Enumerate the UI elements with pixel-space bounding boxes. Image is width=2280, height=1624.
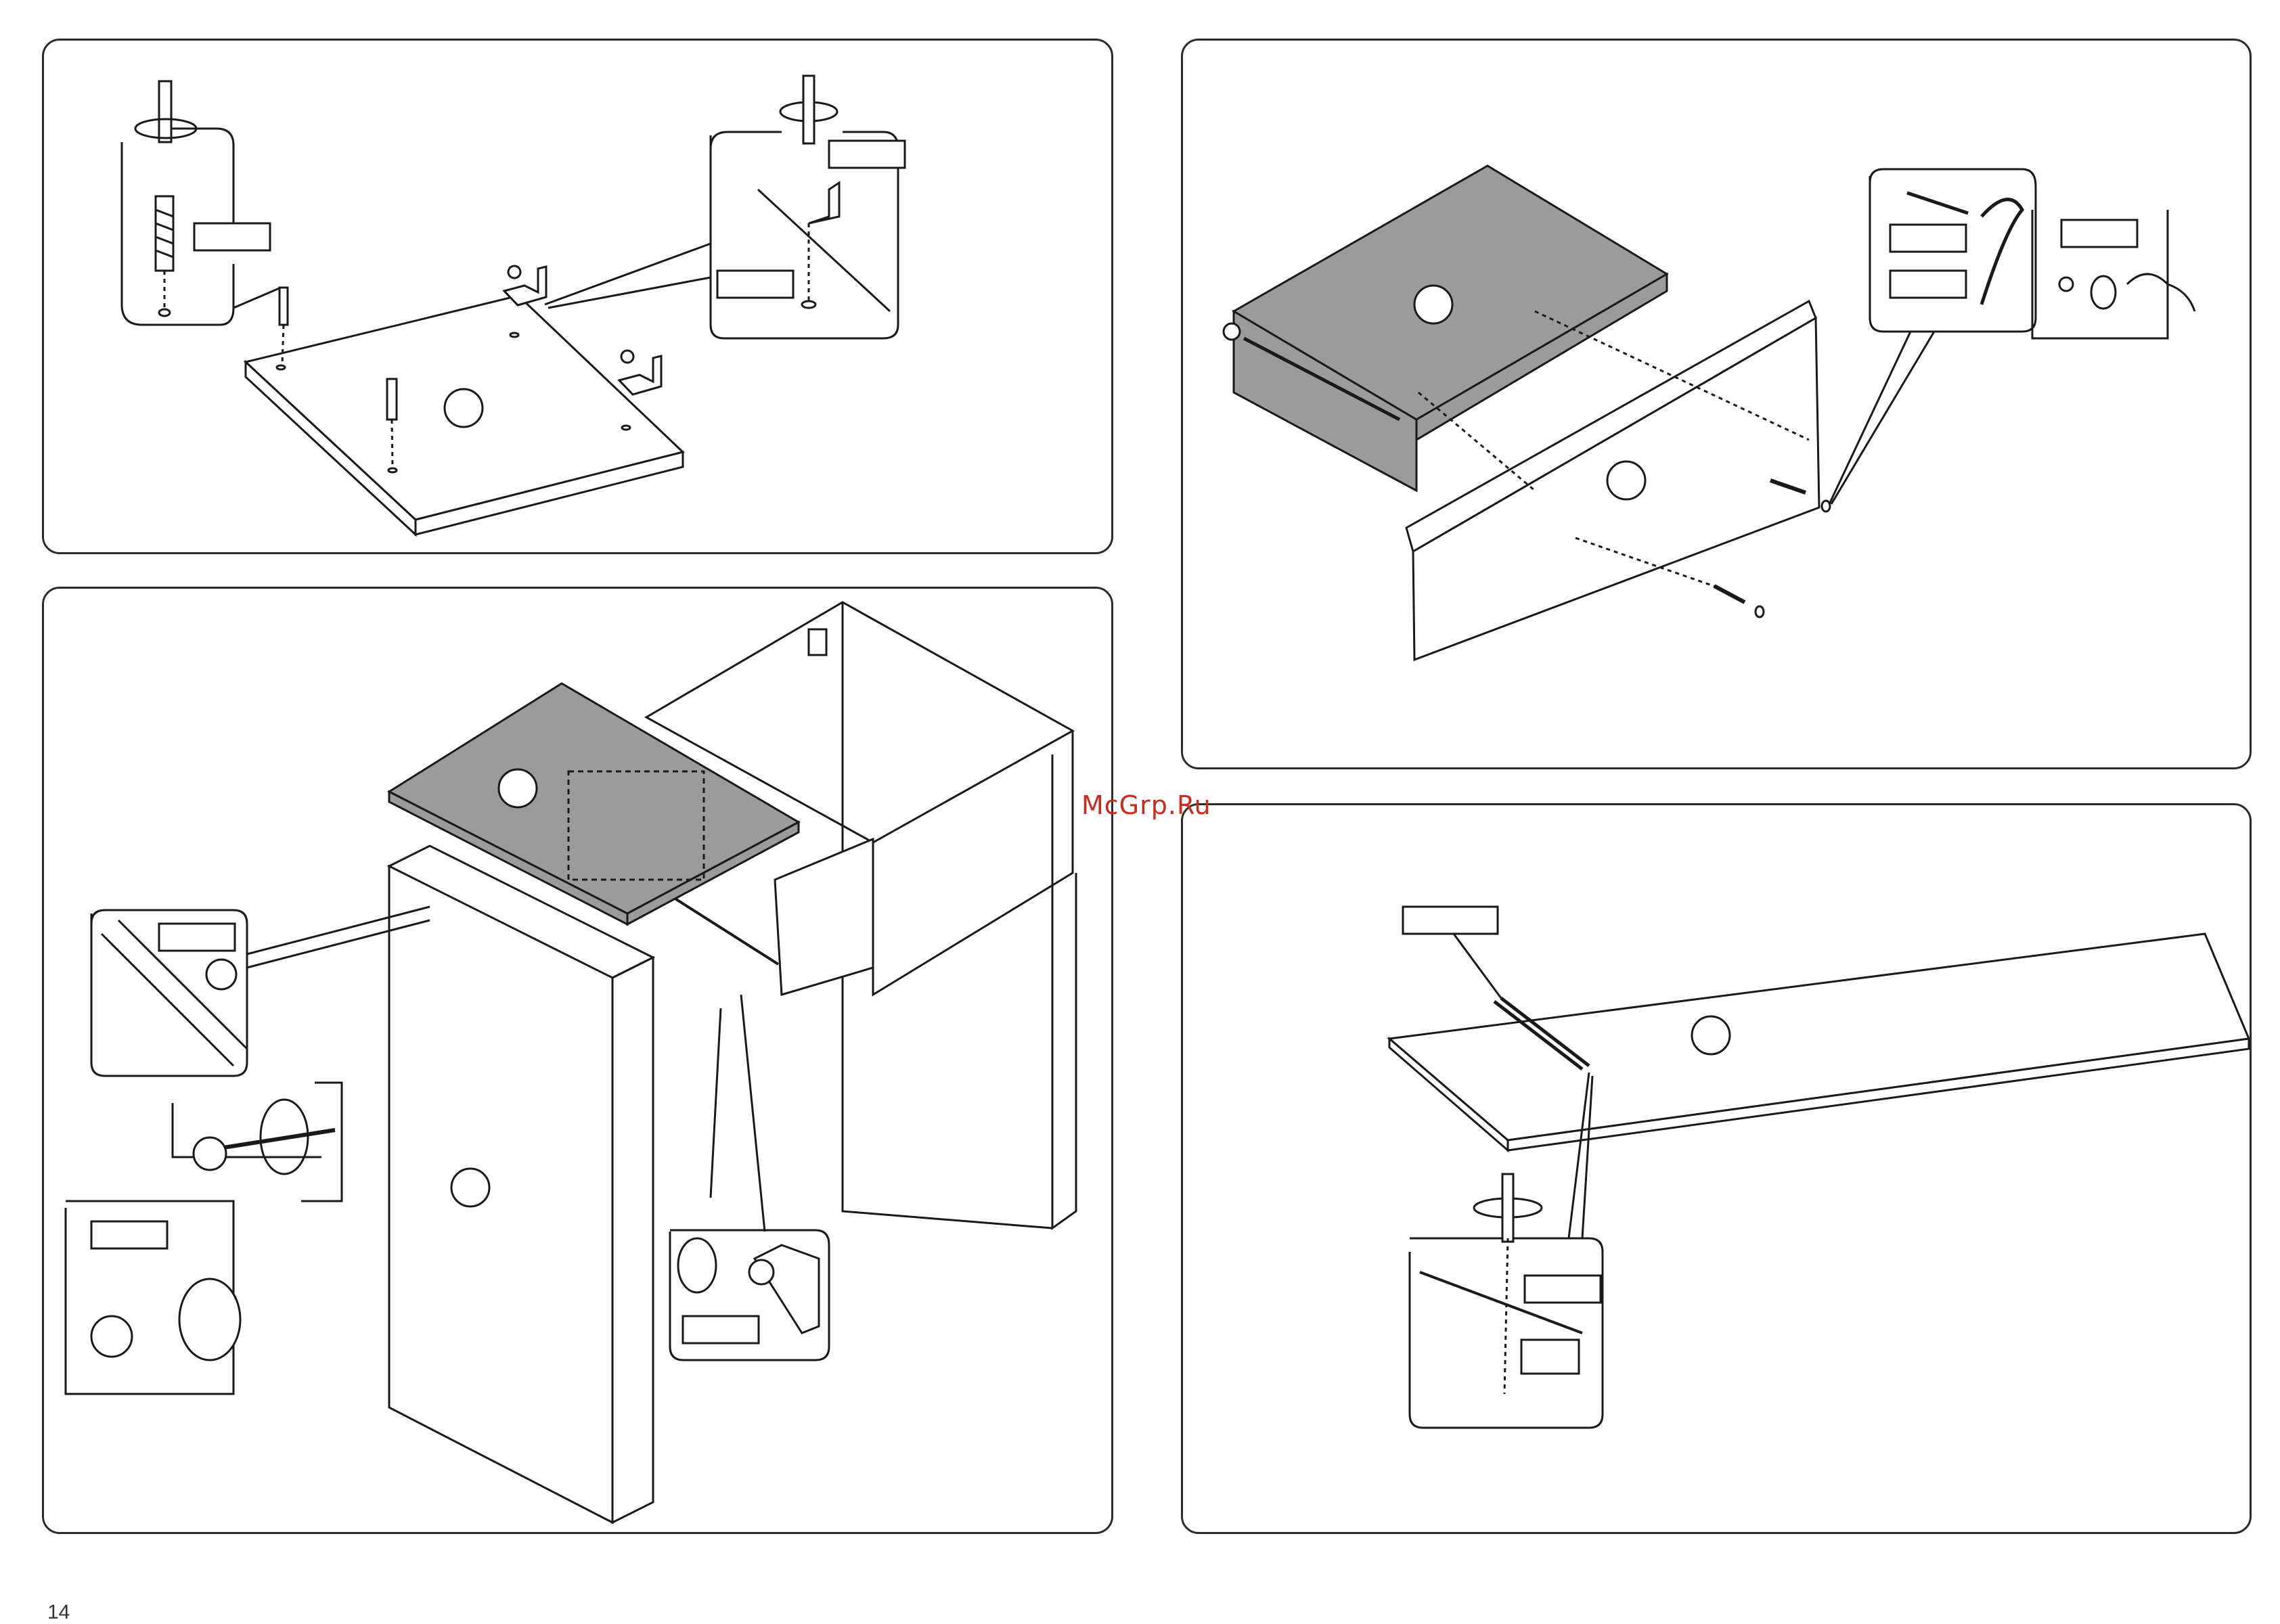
desk-top-board <box>1389 934 2249 1140</box>
panel-bottom-right <box>1181 803 2252 1534</box>
watermark: McGrp.Ru <box>1081 790 1211 820</box>
part-label-box <box>91 1221 167 1248</box>
panel-top-right <box>1181 39 2252 769</box>
part-label-box <box>1403 907 1498 934</box>
panel-top-left-drawing <box>44 41 1115 556</box>
part-label-box <box>829 141 905 168</box>
part-label-box <box>159 924 235 951</box>
part-label-box <box>1890 271 1966 298</box>
screwdriver-shaft <box>159 81 171 142</box>
page-number: 14 <box>47 1601 70 1624</box>
inset-slide <box>1410 1238 1603 1428</box>
panel-top-right-drawing <box>1183 41 2254 771</box>
panel-top-left <box>42 39 1113 554</box>
part-label-box <box>1890 225 1966 252</box>
dowel <box>387 379 397 420</box>
panel-bottom-left-drawing <box>44 589 1115 1536</box>
dowel <box>280 288 288 325</box>
part-label-box <box>683 1316 759 1343</box>
panel-bottom-left <box>42 587 1113 1534</box>
panel-bottom-right-drawing <box>1183 805 2254 1536</box>
part-label-box <box>1525 1276 1601 1303</box>
part-label-box <box>2061 220 2137 247</box>
shelf-board <box>246 296 683 520</box>
part-label-box <box>194 223 270 250</box>
part-label-box <box>717 271 793 298</box>
side-panel <box>389 866 612 1522</box>
